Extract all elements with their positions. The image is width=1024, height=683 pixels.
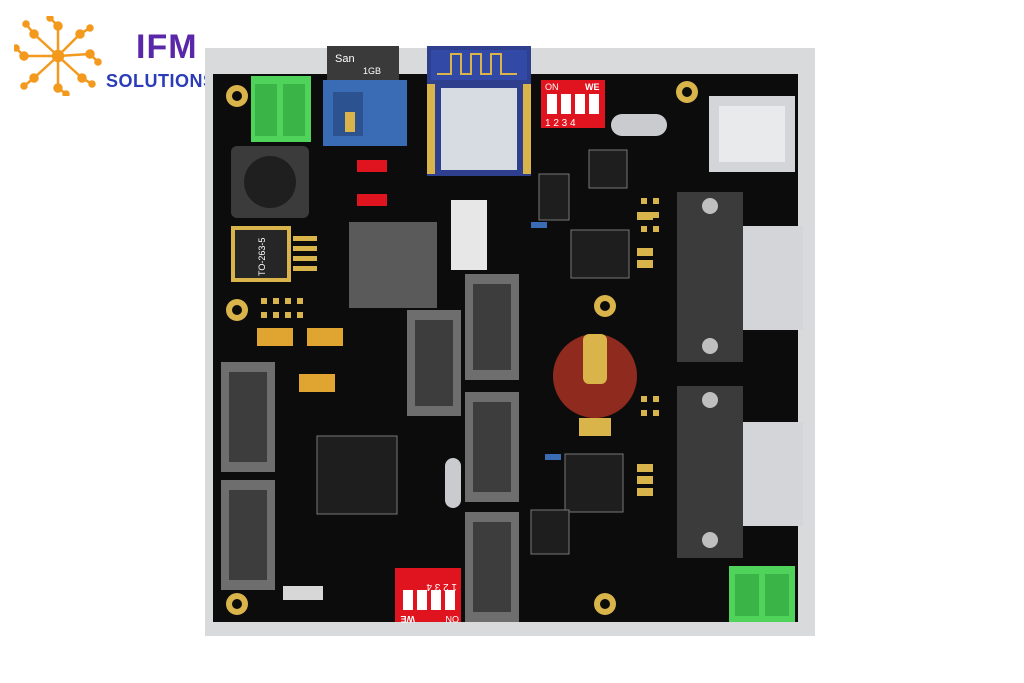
ic-chip-1 (538, 173, 570, 221)
dip-switch-top: ON WE 1 2 3 4 (541, 80, 605, 129)
dip-bottom-on-label: ON (446, 614, 460, 624)
terminal-block-top (251, 76, 311, 142)
ic-chip-5 (530, 509, 570, 555)
terminal-block-bottom (729, 566, 795, 622)
neural-network-icon (14, 16, 102, 96)
white-header (451, 200, 487, 270)
logo-name-bottom: SOLUTIONS (106, 71, 216, 91)
crystal-top (611, 114, 667, 136)
power-inductor (231, 146, 309, 218)
logo-name-top: IFM (136, 28, 198, 66)
sd-brand: San (335, 53, 355, 65)
idc-headers (221, 274, 519, 622)
dip-switch-bottom: 1 2 3 4 ON WE (395, 568, 461, 624)
main-mcu (316, 435, 398, 515)
sd-card: San 1GB (323, 46, 407, 146)
db9-connector-bottom (677, 386, 803, 558)
db9-connector-top (677, 192, 803, 362)
wifi-module (427, 46, 531, 176)
sd-capacity: 1GB (363, 66, 381, 76)
smd-components (257, 160, 653, 600)
ic-chip-2 (588, 149, 628, 189)
dip-top-numbers: 1 2 3 4 (545, 118, 576, 129)
relay-module (349, 222, 437, 308)
company-logo: IFM SOLUTIONS (14, 16, 254, 96)
regulator-label: TO-263-5 (257, 238, 267, 276)
dip-bottom-numbers: 1 2 3 4 (426, 581, 457, 592)
dip-top-on-label: ON (545, 82, 559, 92)
voltage-regulator: TO-263-5 (231, 226, 317, 282)
dip-top-maker: WE (585, 82, 600, 92)
dip-bottom-maker: WE (401, 614, 416, 624)
coin-cell-holder (553, 334, 637, 436)
ic-chip-3 (570, 229, 630, 279)
ic-chip-4 (564, 453, 624, 513)
pin-header (261, 198, 659, 416)
pcb-board: San 1GB ON WE 1 2 3 4 TO-263-5 (205, 46, 815, 636)
